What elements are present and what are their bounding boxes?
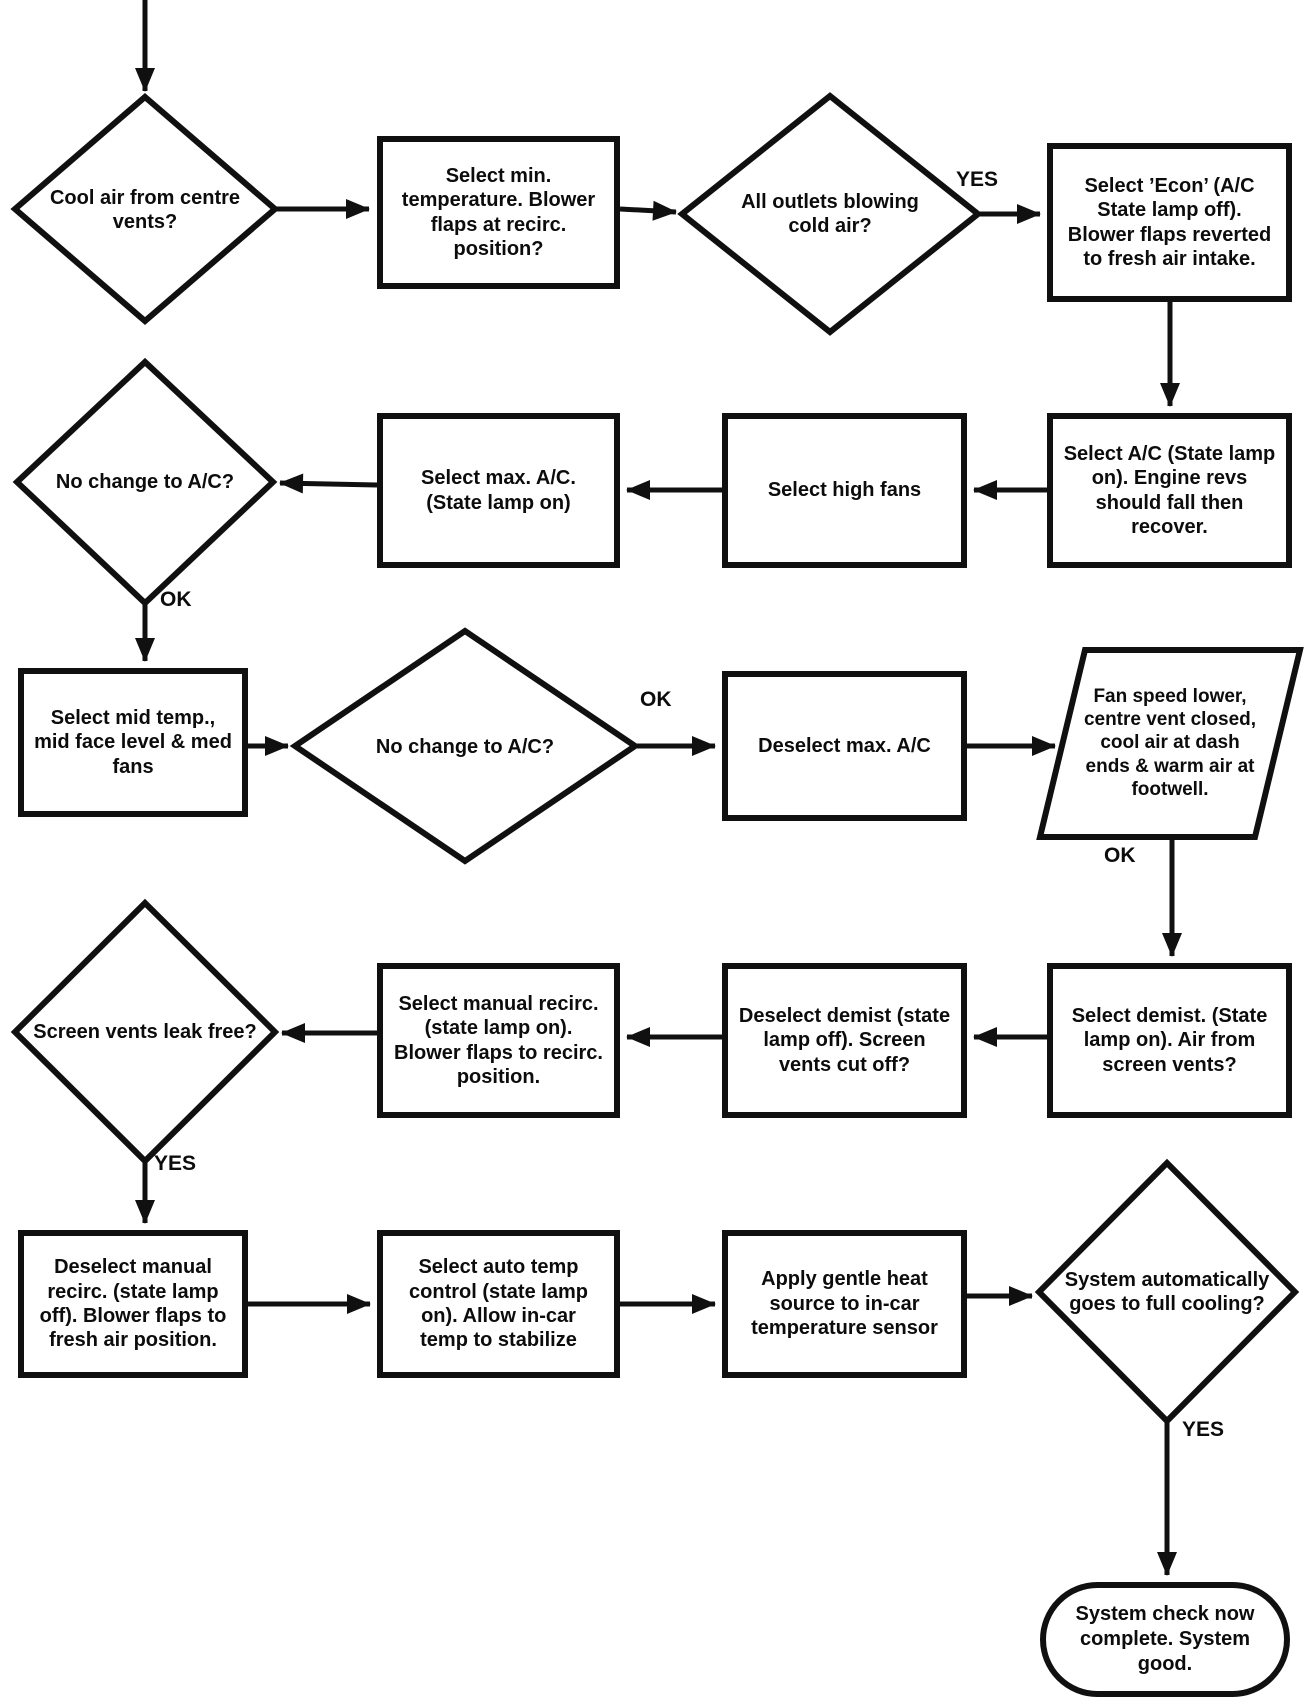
node-full-cooling-question-text: System automatically goes to full coolin…	[1064, 1268, 1270, 1315]
connector-min-temp-to-all-outlets	[619, 200, 677, 221]
edge-label-yes-screen-vents: YES	[154, 1152, 197, 1175]
node-all-outlets-question: All outlets blowing cold air?	[722, 152, 938, 276]
node-select-manual-recirc-text: Select manual recirc. (state lamp on). B…	[394, 992, 603, 1088]
node-deselect-manual-recirc: Deselect manual recirc. (state lamp off)…	[18, 1230, 248, 1378]
node-no-change-ac-question-2: No change to A/C?	[360, 712, 570, 782]
node-select-ac-text: Select A/C (State lamp on). Engine revs …	[1063, 442, 1276, 538]
node-select-auto-temp-control: Select auto temp control (state lamp on)…	[377, 1230, 620, 1378]
node-select-auto-temp-control-text: Select auto temp control (state lamp on)…	[409, 1256, 588, 1352]
node-select-econ-text: Select ’Econ’ (A/C State lamp off). Blow…	[1067, 174, 1272, 270]
node-select-max-ac-text: Select max. A/C. (State lamp on)	[421, 467, 576, 514]
node-all-outlets-question-text: All outlets blowing cold air?	[741, 190, 919, 237]
node-no-change-ac-question: No change to A/C?	[18, 456, 272, 508]
node-select-demist: Select demist. (State lamp on). Air from…	[1047, 963, 1292, 1118]
node-cool-air-question: Cool air from centre vents?	[33, 158, 257, 262]
node-select-max-ac: Select max. A/C. (State lamp on)	[377, 413, 620, 568]
edge-label-ok-no-change: OK	[160, 588, 192, 611]
node-select-high-fans: Select high fans	[722, 413, 967, 568]
io-fan-speed-parallelogram	[1036, 647, 1304, 840]
node-select-mid-temp-text: Select mid temp., mid face level & med f…	[34, 706, 232, 778]
node-screen-vents-question-text: Screen vents leak free?	[33, 1020, 257, 1043]
decision-cool-air-diamond	[10, 93, 280, 325]
edge-label-yes-full-cooling: YES	[1182, 1418, 1225, 1441]
node-full-cooling-question: System automatically goes to full coolin…	[1057, 1216, 1277, 1368]
node-deselect-max-ac: Deselect max. A/C	[722, 671, 967, 821]
node-select-manual-recirc: Select manual recirc. (state lamp on). B…	[377, 963, 620, 1118]
node-select-econ: Select ’Econ’ (A/C State lamp off). Blow…	[1047, 143, 1292, 302]
node-no-change-ac-question-text: No change to A/C?	[55, 470, 235, 493]
node-select-high-fans-text: Select high fans	[767, 479, 922, 502]
node-select-ac: Select A/C (State lamp on). Engine revs …	[1047, 413, 1292, 568]
node-system-check-complete: System check now complete. System good.	[1040, 1582, 1290, 1697]
decision-no-change-ac-2-diamond	[289, 627, 641, 865]
node-apply-gentle-heat: Apply gentle heat source to in-car tempe…	[722, 1230, 967, 1378]
node-screen-vents-question: Screen vents leak free?	[28, 995, 262, 1069]
node-fan-speed-output: Fan speed lower, centre vent closed, coo…	[1082, 658, 1258, 828]
edge-label-yes-all-outlets: YES	[956, 168, 999, 191]
node-select-min-temperature: Select min. temperature. Blower flaps at…	[377, 136, 620, 289]
edge-label-ok-no-change-2: OK	[640, 688, 672, 711]
node-select-min-temperature-text: Select min. temperature. Blower flaps at…	[401, 164, 596, 260]
node-no-change-ac-question-2-text: No change to A/C?	[375, 735, 555, 758]
node-apply-gentle-heat-text: Apply gentle heat source to in-car tempe…	[751, 1268, 938, 1340]
decision-all-outlets-diamond	[677, 92, 983, 336]
node-system-check-complete-text: System check now complete. System good.	[1075, 1603, 1255, 1675]
connector-max-ac-to-no-change	[279, 473, 378, 494]
node-deselect-max-ac-text: Deselect max. A/C	[758, 734, 931, 757]
node-select-mid-temp: Select mid temp., mid face level & med f…	[18, 668, 248, 817]
node-cool-air-question-text: Cool air from centre vents?	[49, 186, 241, 233]
edge-label-ok-fan-speed: OK	[1104, 844, 1136, 867]
node-deselect-manual-recirc-text: Deselect manual recirc. (state lamp off)…	[39, 1256, 227, 1352]
node-select-demist-text: Select demist. (State lamp on). Air from…	[1071, 1004, 1268, 1076]
node-deselect-demist: Deselect demist (state lamp off). Screen…	[722, 963, 967, 1118]
node-fan-speed-output-text: Fan speed lower, centre vent closed, coo…	[1083, 686, 1257, 800]
node-deselect-demist-text: Deselect demist (state lamp off). Screen…	[738, 1004, 951, 1076]
